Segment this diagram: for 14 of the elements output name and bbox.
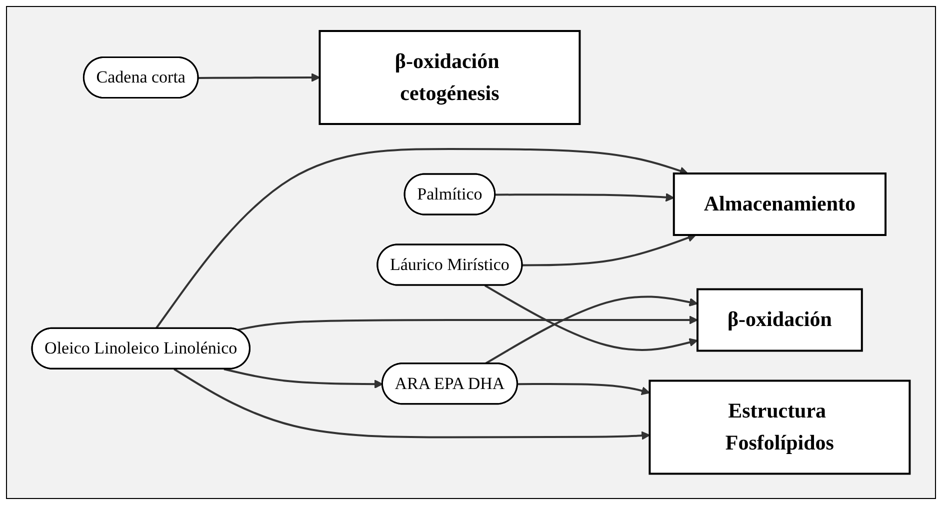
arrow [198,73,320,82]
arrow [174,368,650,440]
node-box: Almacenamiento [673,172,887,236]
arrow [495,193,674,202]
node-box: Estructura Fosfolípidos [648,380,911,475]
arrow [518,383,650,396]
arrow [224,368,384,389]
arrow [484,296,698,365]
arrow [155,148,688,330]
node-box: β-oxidación [696,288,864,352]
arrow [484,284,698,352]
arrow [237,316,698,332]
arrow [522,234,696,266]
node-box: β-oxidación cetogénesis [318,30,581,126]
